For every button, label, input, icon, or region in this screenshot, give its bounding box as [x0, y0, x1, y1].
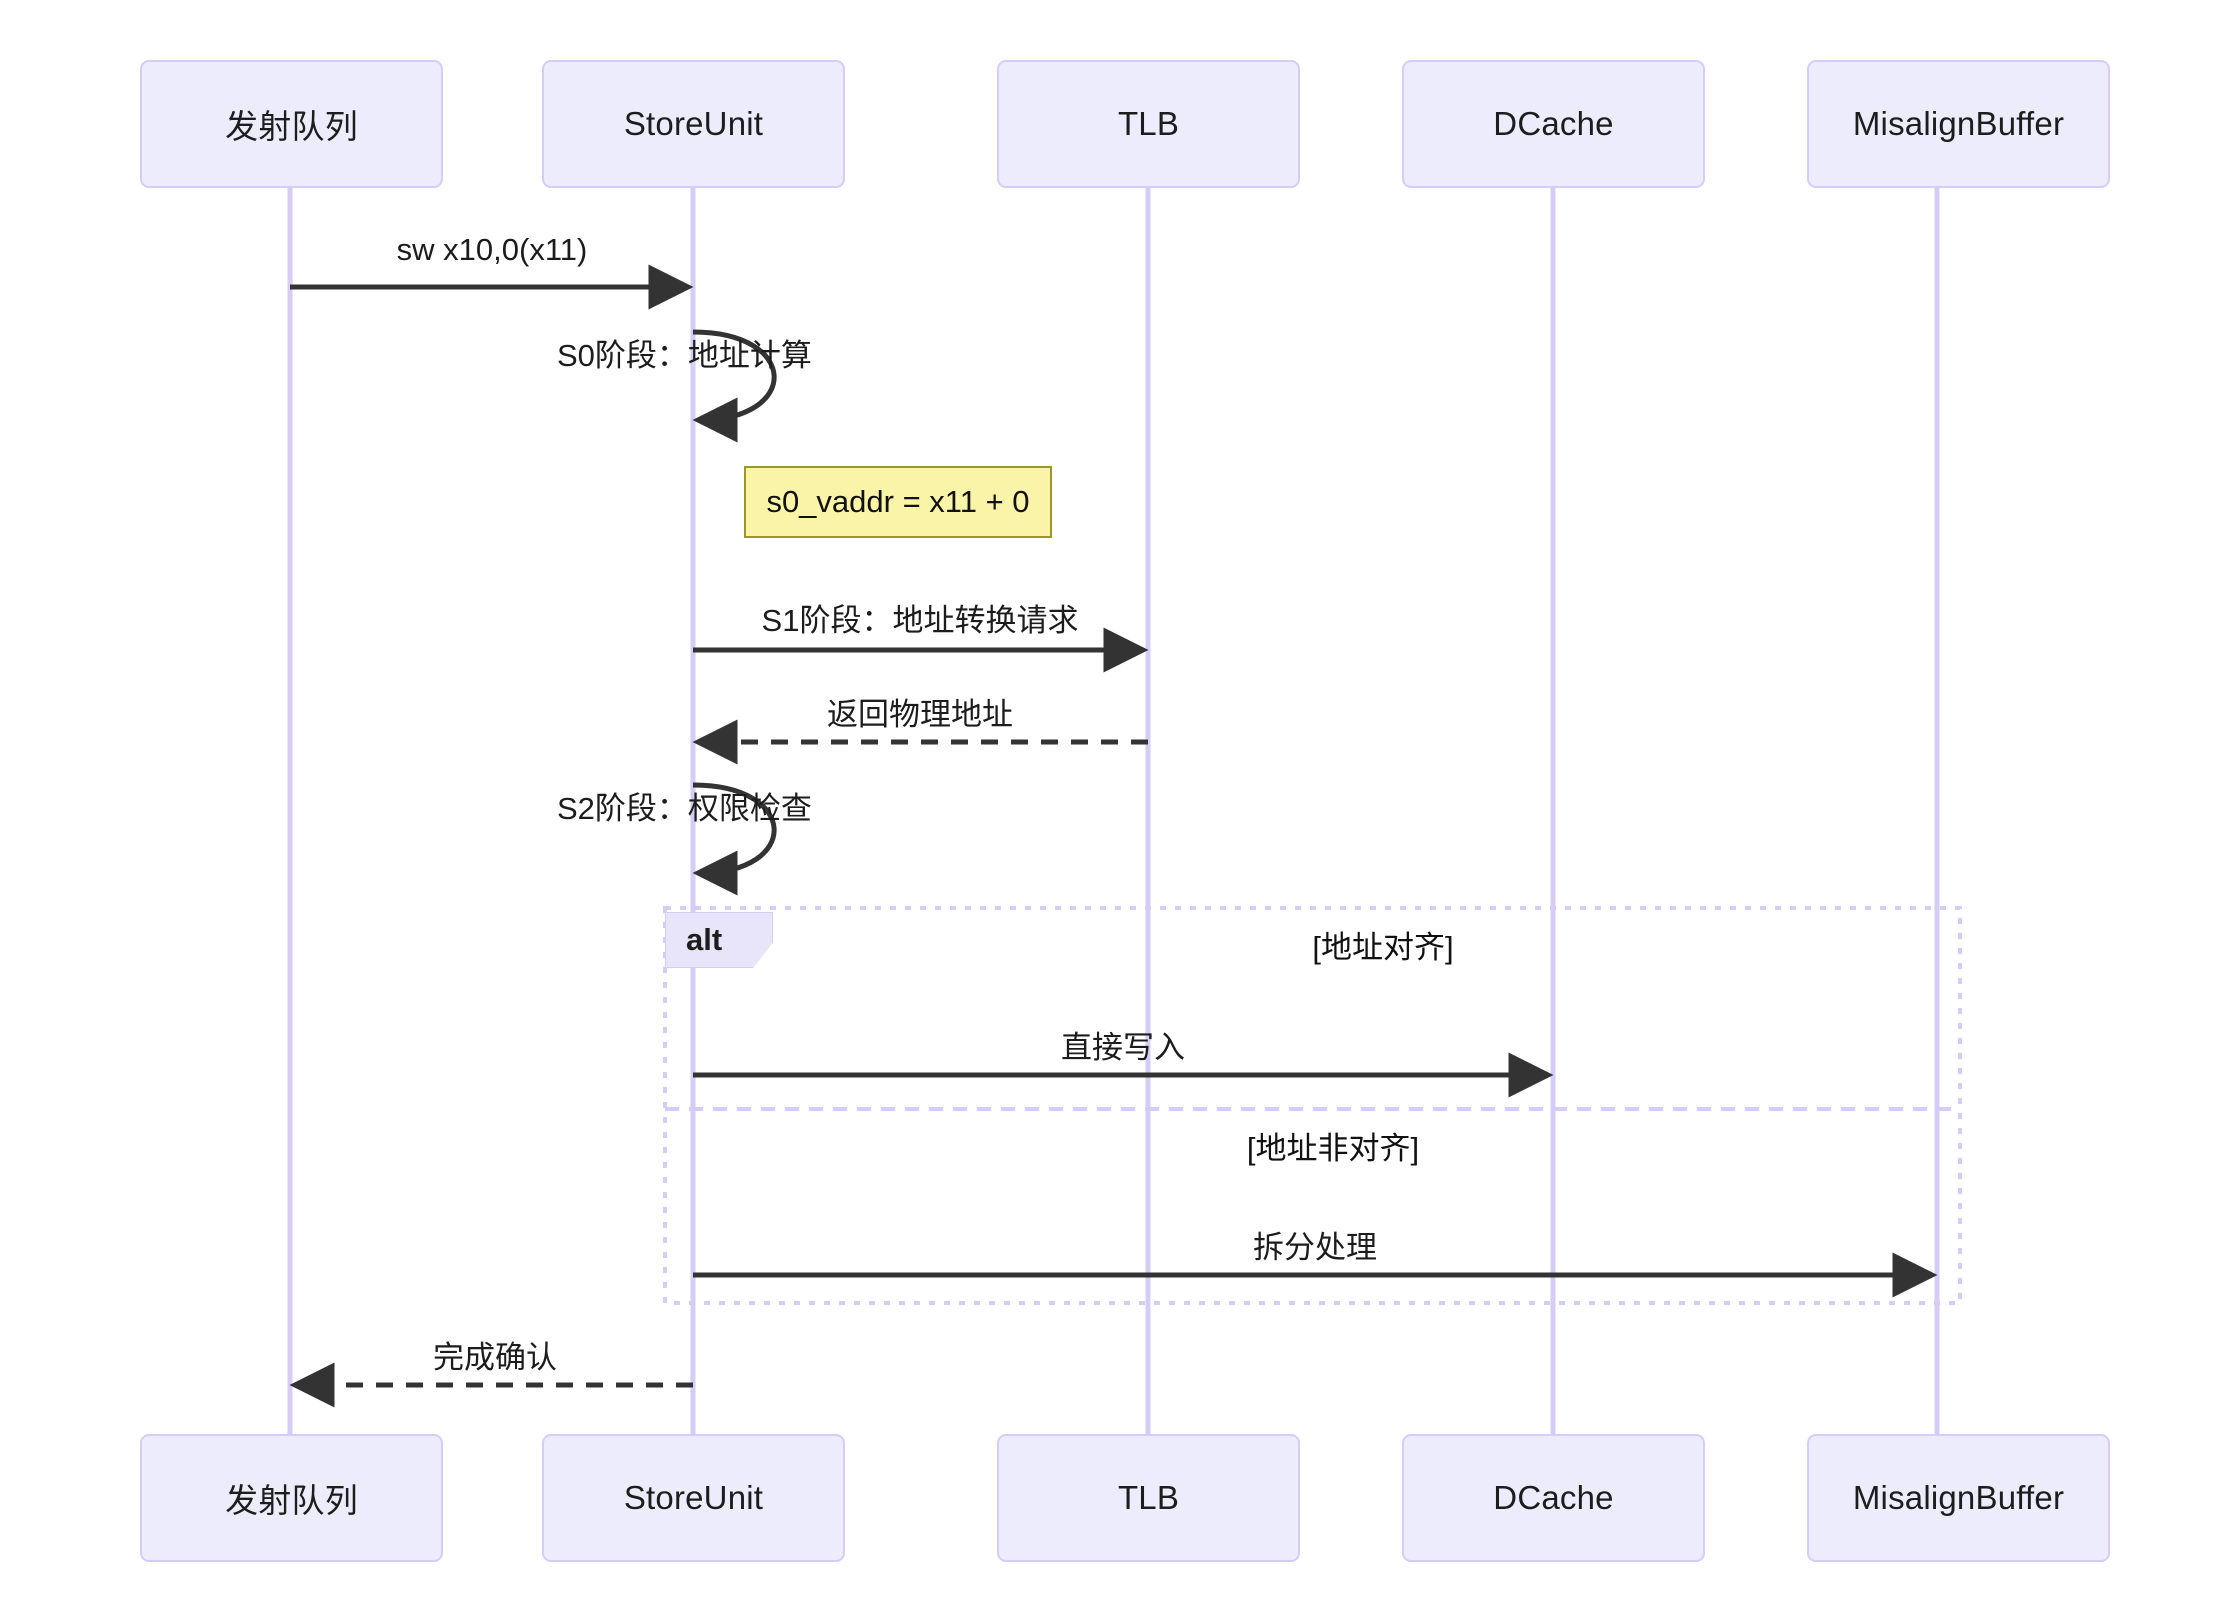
- participant-label: TLB: [1117, 105, 1180, 142]
- participant-label: StoreUnit: [623, 1479, 764, 1516]
- selfloop-s2-permission-check: [692, 782, 777, 896]
- selfloop-s0-address-calc: [692, 329, 777, 443]
- participant-bottom-dcache[interactable]: DCache: [1402, 1434, 1705, 1562]
- participant-label: MisalignBuffer: [1852, 1479, 2065, 1516]
- note-text: s0_vaddr = x11 + 0: [766, 484, 1030, 519]
- message-label-s0-address-calc: S0阶段：地址计算: [557, 338, 812, 373]
- participant-label: 发射队列: [225, 108, 358, 145]
- note-s0-vaddr: s0_vaddr = x11 + 0: [744, 466, 1052, 538]
- alt-fragment-frame: [663, 906, 1962, 1305]
- lifelines: [287, 188, 1940, 1434]
- participant-top-store-unit[interactable]: StoreUnit: [542, 60, 845, 188]
- participant-top-misalign-buffer[interactable]: MisalignBuffer: [1807, 60, 2110, 188]
- participant-bottom-tlb[interactable]: TLB: [997, 1434, 1300, 1562]
- alt-fragment-outline: [663, 906, 1962, 1305]
- participant-bottom-store-unit[interactable]: StoreUnit: [542, 1434, 845, 1562]
- alt-fragment-keyword[interactable]: alt: [665, 912, 773, 968]
- message-label-completion-ack: 完成确认: [433, 1340, 557, 1375]
- alt-condition-misaligned: [地址非对齐]: [1246, 1131, 1420, 1166]
- participant-label: DCache: [1493, 1479, 1614, 1516]
- participant-bottom-misalign-buffer[interactable]: MisalignBuffer: [1807, 1434, 2110, 1562]
- message-label-return-physical-address: 返回物理地址: [827, 697, 1013, 732]
- participant-label: MisalignBuffer: [1852, 105, 2065, 142]
- participant-label: 发射队列: [225, 1482, 358, 1519]
- alt-keyword-text: alt: [686, 922, 723, 957]
- participant-bottom-issue-queue[interactable]: 发射队列: [140, 1434, 443, 1562]
- message-label-s2-permission-check: S2阶段：权限检查: [557, 791, 812, 826]
- participant-top-dcache[interactable]: DCache: [1402, 60, 1705, 188]
- message-label-s1-translate-request: S1阶段：地址转换请求: [761, 603, 1079, 638]
- message-label-direct-write: 直接写入: [1061, 1030, 1185, 1065]
- participant-label: StoreUnit: [623, 105, 764, 142]
- message-label-split-handling: 拆分处理: [1253, 1230, 1377, 1265]
- participant-top-issue-queue[interactable]: 发射队列: [140, 60, 443, 188]
- participant-label: DCache: [1493, 105, 1614, 142]
- alt-condition-aligned: [地址对齐]: [1312, 930, 1454, 965]
- message-label-sw-instruction: sw x10,0(x11): [396, 232, 588, 267]
- participant-label: TLB: [1117, 1479, 1180, 1516]
- participant-top-tlb[interactable]: TLB: [997, 60, 1300, 188]
